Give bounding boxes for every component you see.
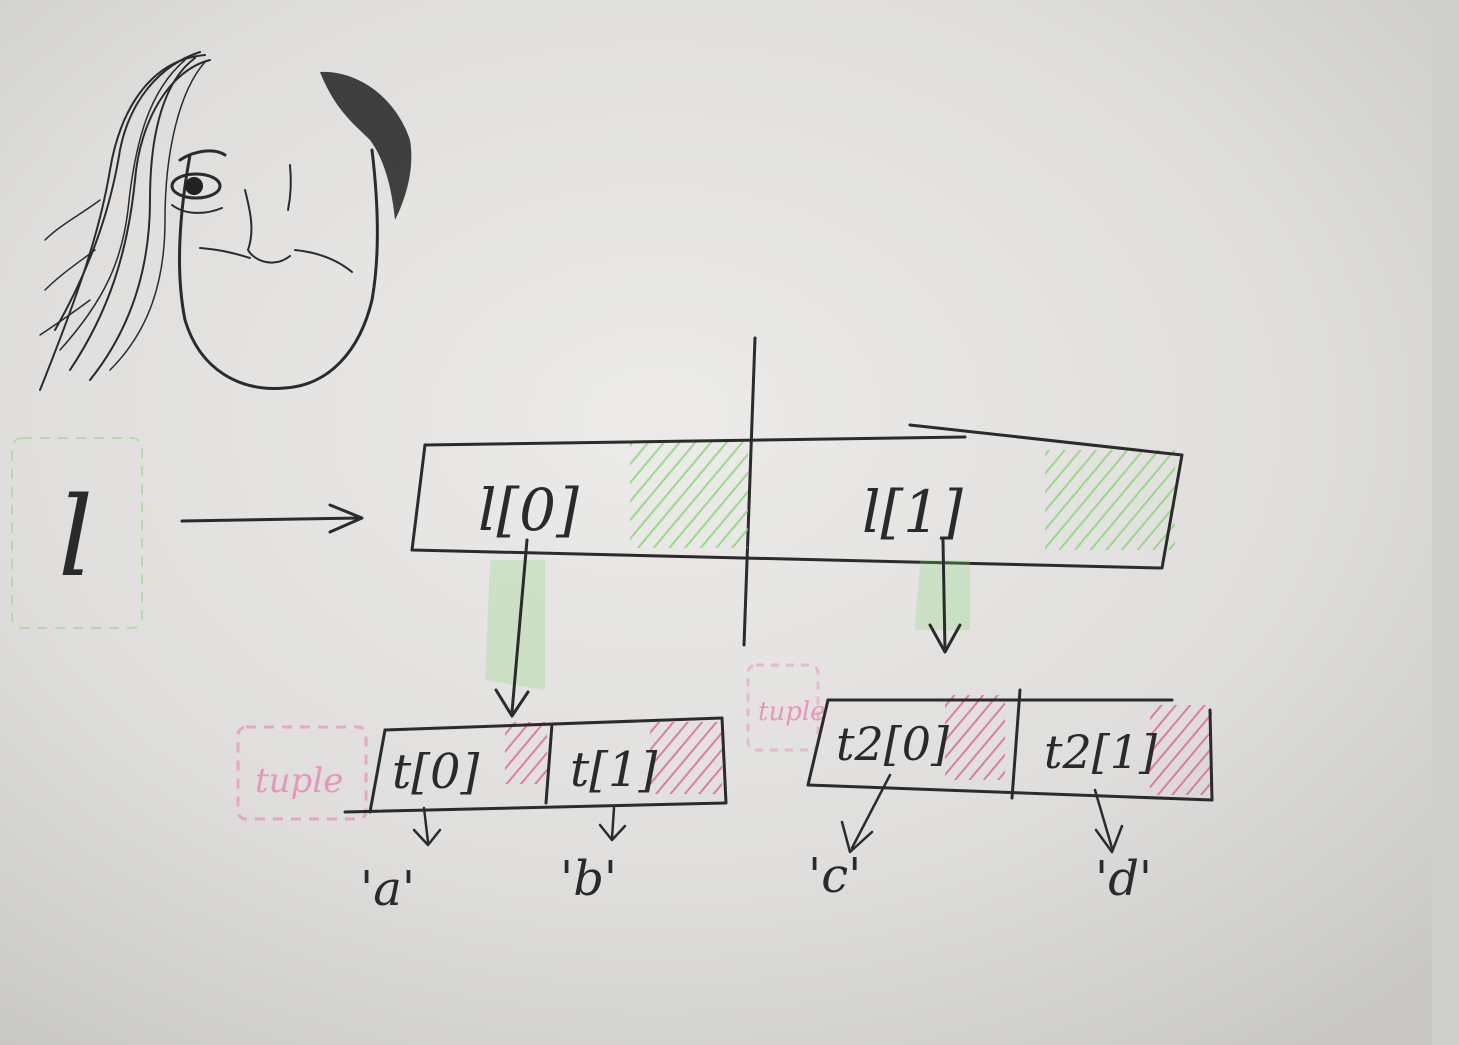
board-frame-edge bbox=[1432, 0, 1459, 1045]
tuple-2-value-1: 'd' bbox=[1095, 851, 1152, 907]
tuple-2-value-arrows bbox=[840, 773, 1124, 854]
list-divider bbox=[742, 336, 757, 647]
tuple-2-value-0: 'c' bbox=[808, 848, 861, 904]
tuple-1-tag: tuple bbox=[255, 761, 343, 801]
list-box bbox=[410, 423, 1184, 570]
tuple-1-cell-0: t[0] bbox=[392, 744, 480, 800]
variable-arrow bbox=[180, 503, 364, 534]
tuple-2-cell-1: t2[1] bbox=[1044, 725, 1157, 779]
list-cell-0: l[0] bbox=[478, 476, 579, 544]
list-cell-1: l[1] bbox=[862, 478, 963, 546]
tuple-2-tag: tuple bbox=[758, 697, 826, 727]
tuple-2-cell-0: t2[0] bbox=[836, 717, 949, 771]
pointer-arrow-2 bbox=[915, 538, 970, 654]
variable-label: l bbox=[58, 473, 93, 601]
portrait-sketch bbox=[39, 51, 412, 391]
variable-highlight bbox=[11, 437, 143, 629]
tuple-1-cell-1: t[1] bbox=[570, 742, 658, 798]
tuple-2-box bbox=[746, 663, 1214, 802]
tuple-1-value-0: 'a' bbox=[360, 861, 415, 917]
tuple-1-box bbox=[236, 716, 728, 821]
tuple-1-tag-box bbox=[236, 725, 368, 821]
tuple-1-value-1: 'b' bbox=[560, 851, 617, 907]
pointer-arrow-1 bbox=[485, 538, 545, 718]
tuple-1-value-arrows bbox=[412, 806, 627, 847]
